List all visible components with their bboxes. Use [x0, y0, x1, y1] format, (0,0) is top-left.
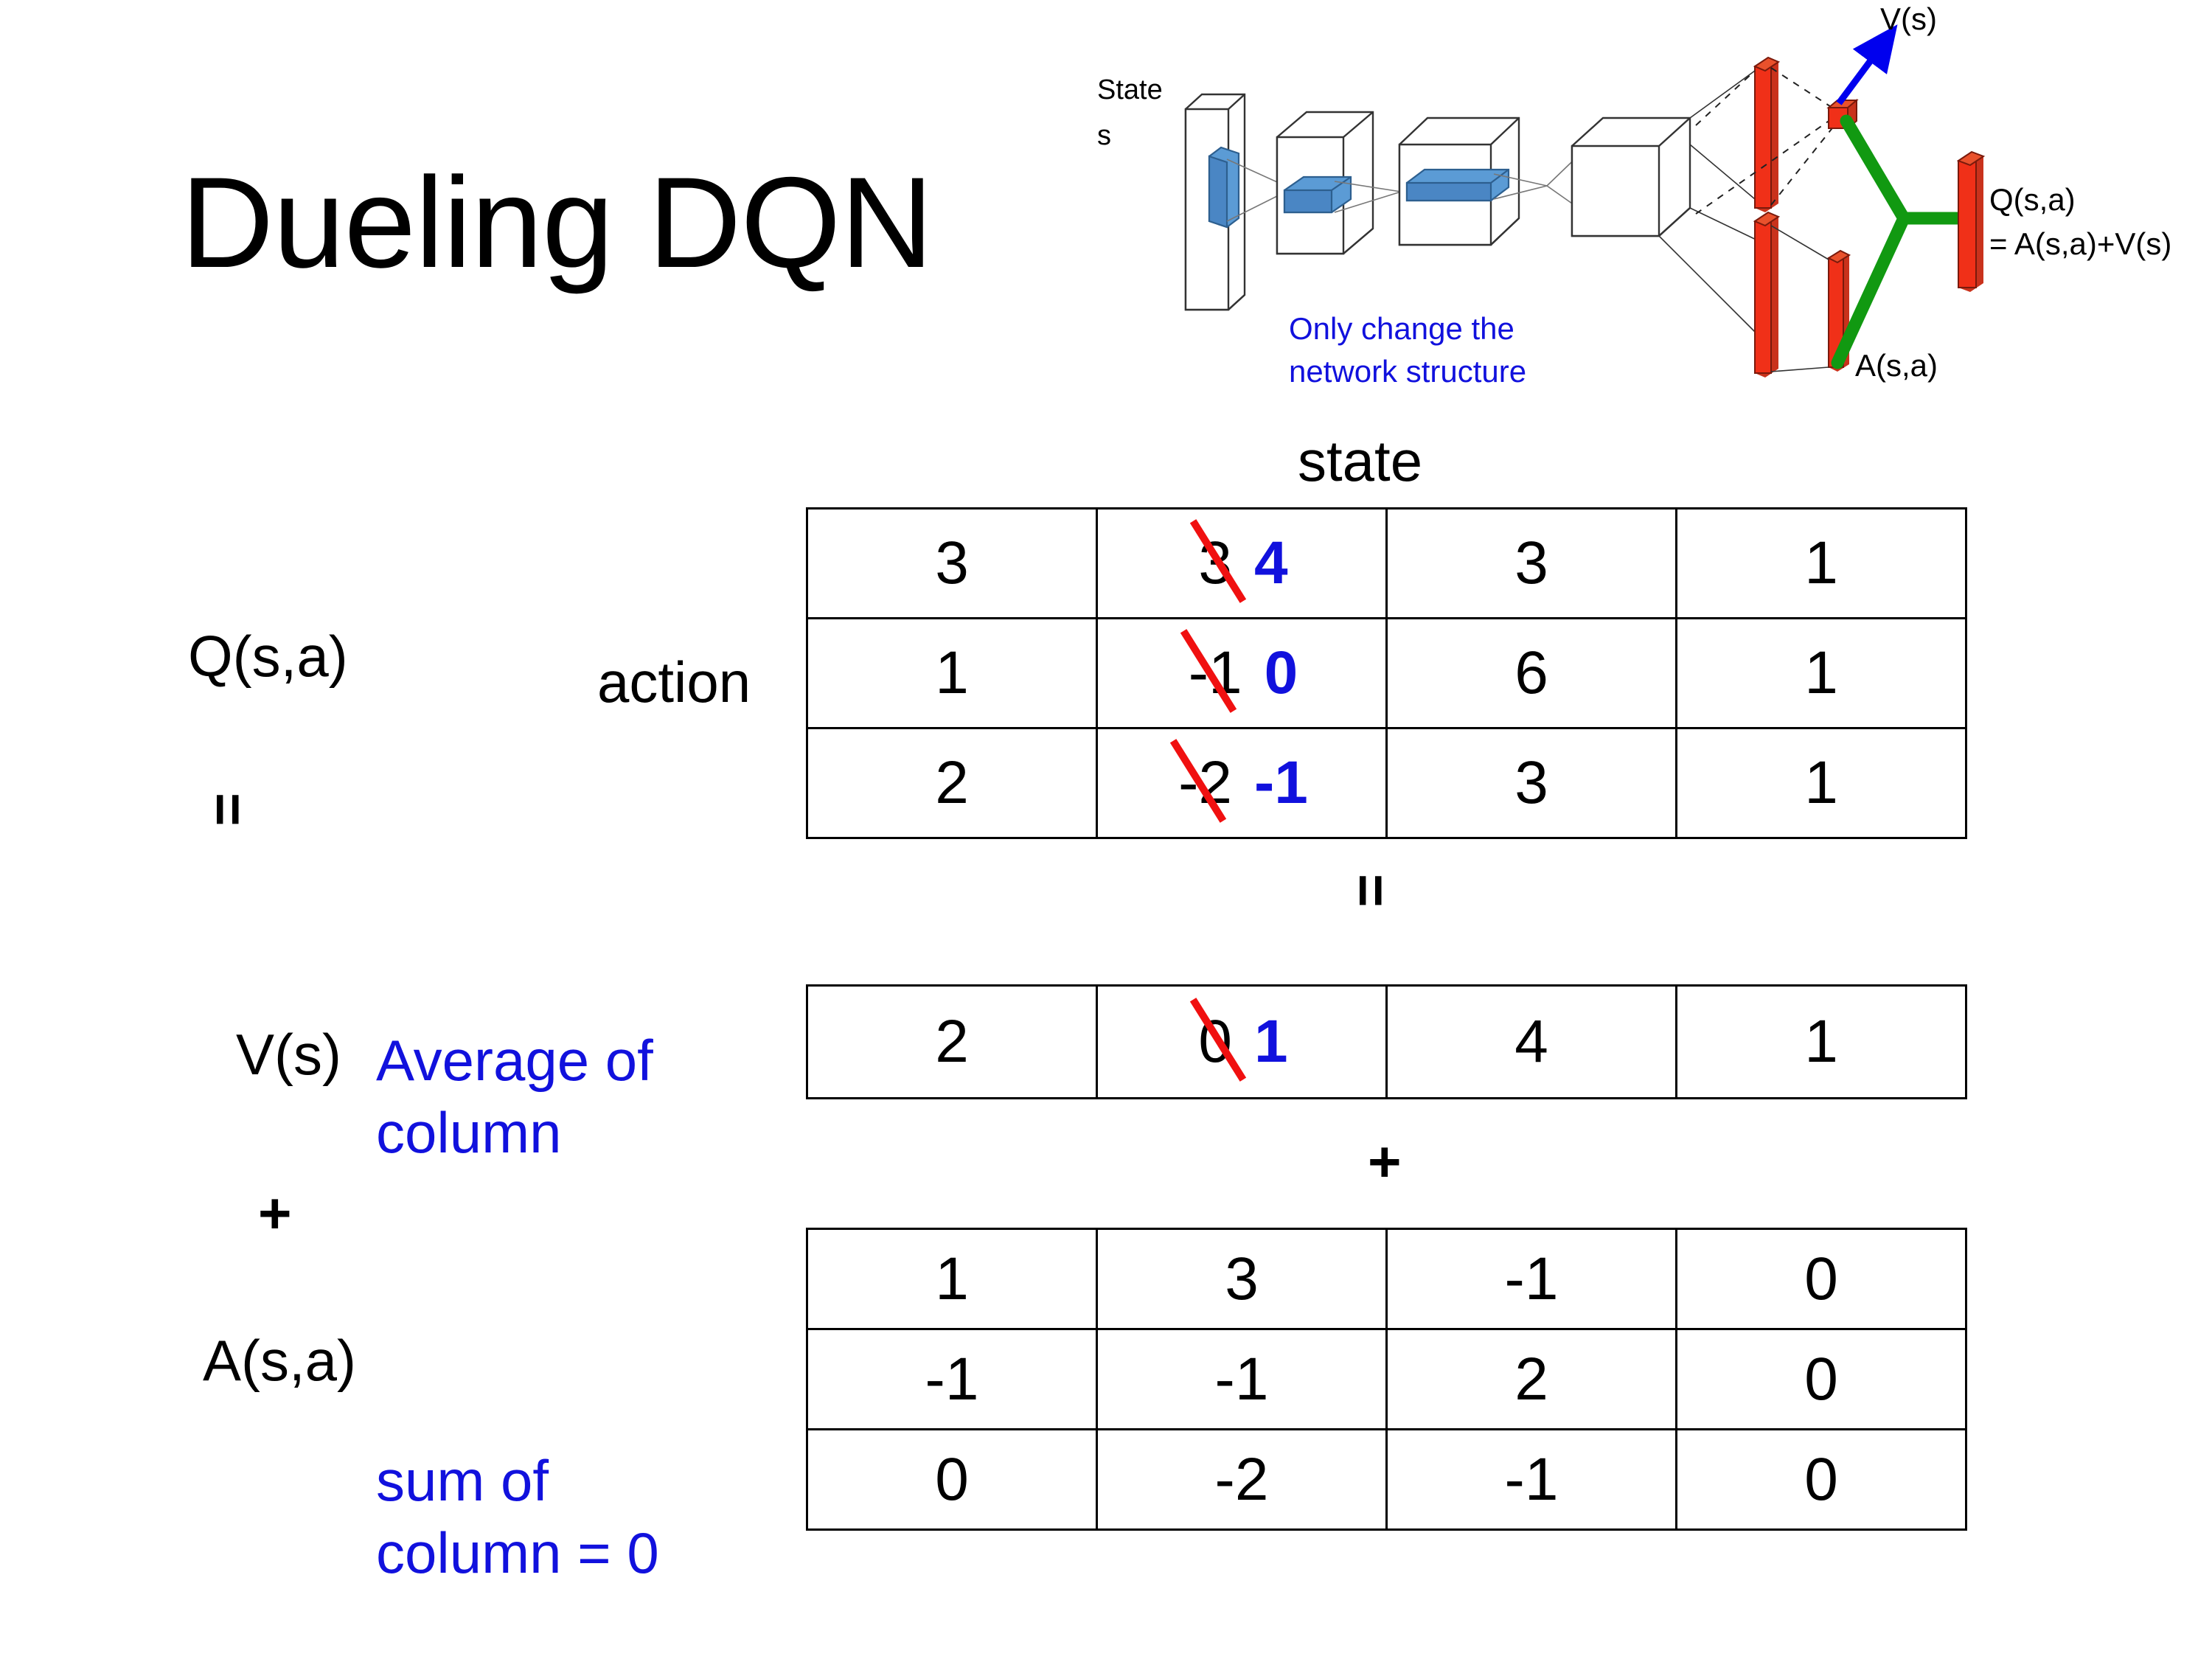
plus-sign-v-to-a: +: [258, 1180, 292, 1245]
average-note-line2: column: [376, 1099, 562, 1165]
dueling-network-diagram: State s Only change the network structur…: [1091, 0, 2212, 413]
table-row: 1 3 -1 0: [806, 1228, 1967, 1330]
equals-sign-q-to-v: =: [196, 793, 261, 827]
equals-sign-between-tables: =: [1339, 874, 1404, 908]
table-row: -1 -1 2 0: [806, 1328, 1967, 1430]
v-cell-c4[interactable]: 1: [1675, 984, 1967, 1099]
a-cell-r3c2[interactable]: -2: [1096, 1428, 1388, 1531]
a-cell-r2c3[interactable]: 2: [1385, 1328, 1677, 1430]
old-value: -2: [1169, 739, 1235, 823]
new-value: -1: [1254, 749, 1308, 816]
old-value: 3: [1190, 519, 1247, 603]
a-function-label: A(s,a): [203, 1328, 357, 1393]
v-cell-c1[interactable]: 2: [806, 984, 1098, 1099]
q-cell-r3c1[interactable]: 2: [806, 727, 1098, 839]
average-note-line1: Average of: [376, 1028, 653, 1093]
a-cell-r1c3[interactable]: -1: [1385, 1228, 1677, 1330]
advantage-table: 1 3 -1 0 -1 -1 2 0 0 -2 -1 0: [806, 1228, 1967, 1531]
sum-note-line2: column = 0: [376, 1520, 659, 1585]
q-cell-r2c3[interactable]: 6: [1385, 617, 1677, 729]
a-cell-r3c1[interactable]: 0: [806, 1428, 1098, 1531]
page-title: Dueling DQN: [181, 151, 933, 295]
v-function-label: V(s): [236, 1022, 341, 1087]
q-cell-r2c4[interactable]: 1: [1675, 617, 1967, 729]
q-cell-r1c4[interactable]: 1: [1675, 507, 1967, 619]
sum-of-column-note: sum of column = 0: [376, 1445, 659, 1589]
a-cell-r1c2[interactable]: 3: [1096, 1228, 1388, 1330]
a-cell-r2c1[interactable]: -1: [806, 1328, 1098, 1430]
q-cell-r3c4[interactable]: 1: [1675, 727, 1967, 839]
a-cell-r3c3[interactable]: -1: [1385, 1428, 1677, 1531]
network-note-text-line1: Only change the: [1289, 311, 1514, 346]
new-value: 0: [1264, 639, 1298, 706]
q-cell-r3c2[interactable]: -2 -1: [1096, 727, 1388, 839]
advantage-output-label: A(s,a): [1855, 348, 1938, 383]
a-cell-r3c4[interactable]: 0: [1675, 1428, 1967, 1531]
value-output-label: V(s): [1880, 1, 1937, 36]
old-value: 0: [1190, 998, 1247, 1082]
old-value: -1: [1180, 629, 1245, 713]
new-value: 4: [1254, 529, 1288, 597]
q-cell-r1c1[interactable]: 3: [806, 507, 1098, 619]
a-cell-r2c2[interactable]: -1: [1096, 1328, 1388, 1430]
table-row: 2 -2 -1 3 1: [806, 727, 1967, 839]
v-cell-c3[interactable]: 4: [1385, 984, 1677, 1099]
average-of-column-note: Average of column: [376, 1025, 653, 1169]
table-row: 1 -1 0 6 1: [806, 617, 1967, 729]
q-function-label: Q(s,a): [188, 624, 348, 689]
network-note-text-line2: network structure: [1289, 354, 1526, 389]
a-cell-r1c4[interactable]: 0: [1675, 1228, 1967, 1330]
q-cell-r2c1[interactable]: 1: [806, 617, 1098, 729]
plus-sign-between-tables: +: [1368, 1129, 1402, 1194]
new-value: 1: [1254, 1008, 1288, 1075]
edited-cell: -2 -1: [1169, 739, 1308, 823]
state-input-label-line2: s: [1097, 120, 1111, 151]
q-cell-r1c3[interactable]: 3: [1385, 507, 1677, 619]
a-cell-r1c1[interactable]: 1: [806, 1228, 1098, 1330]
q-cell-r2c2[interactable]: -1 0: [1096, 617, 1388, 729]
q-output-label-line2: = A(s,a)+V(s): [1989, 226, 2171, 261]
table-row: 0 -2 -1 0: [806, 1428, 1967, 1531]
q-output-label-line1: Q(s,a): [1989, 182, 2076, 217]
q-cell-r3c3[interactable]: 3: [1385, 727, 1677, 839]
edited-cell: -1 0: [1180, 629, 1298, 713]
state-input-label-line1: State: [1097, 74, 1163, 105]
action-axis-label: action: [597, 650, 751, 714]
state-axis-label: state: [1298, 428, 1423, 493]
a-cell-r2c4[interactable]: 0: [1675, 1328, 1967, 1430]
sum-note-line1: sum of: [376, 1448, 549, 1513]
